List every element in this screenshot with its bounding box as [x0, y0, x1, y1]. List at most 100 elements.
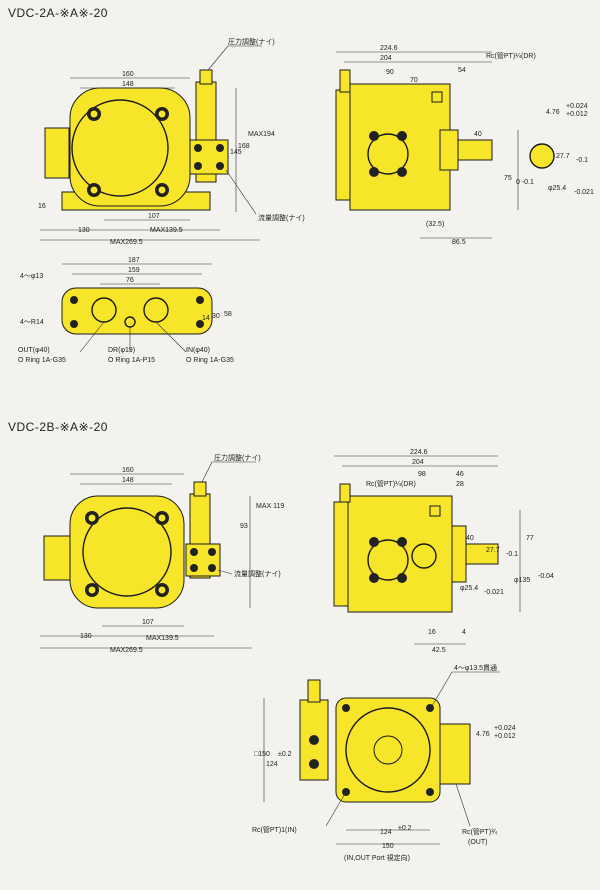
a-dim-58: 58 [224, 311, 232, 318]
a-dim-476-dn: +0.012 [566, 111, 588, 118]
a-bottom-view [61, 287, 213, 335]
b-dim-107: 107 [142, 619, 154, 626]
a-in-line2: O Ring 1A-G35 [186, 357, 234, 364]
a-dim-254: φ25.4 [548, 185, 566, 192]
a-side-dims: 224.6 204 90 70 54 Rc(管PT)¼(DR) 40 75 0 … [336, 45, 536, 246]
a-side-port [367, 133, 409, 175]
a-dim-130: 130 [78, 227, 90, 234]
b-rear-dim-476: 4.76 [476, 731, 490, 738]
b-dim-4: 4 [462, 629, 466, 636]
a-dim-204: 204 [380, 55, 392, 62]
a-dim-476-up: +0.024 [566, 103, 588, 110]
a-shaft-section: 4.76 +0.024 +0.012 27.7 -0.1 φ25.4 -0.02… [529, 103, 594, 196]
a-bottom-plate [61, 287, 213, 335]
a-dim-max194: MAX194 [248, 131, 275, 138]
a-front-cover [71, 99, 169, 197]
b-dim-28: 28 [456, 481, 464, 488]
a-dim-30: 30 [212, 313, 220, 320]
a-dim-76: 76 [126, 277, 134, 284]
a-side-screw [339, 69, 351, 93]
a-dim-max1395: MAX139.5 [150, 227, 183, 234]
b-label-flow: 流量調整(ナイ) [234, 569, 281, 578]
b-rear-dim-02a: ±0.2 [278, 751, 292, 758]
b-dim-93: 93 [240, 523, 248, 530]
a-side-flange [439, 129, 459, 171]
b-rear-dim-150h: 150 [382, 843, 394, 850]
b-dim-16: 16 [428, 629, 436, 636]
b-front-dims: 160 148 MAX 119 93 107 130 MAX139.5 MAX2… [40, 453, 284, 654]
b-dim-148: 148 [122, 477, 134, 484]
b-dim-40: 40 [466, 535, 474, 542]
b-side-dims: 224.6 204 98 46 28 Rc(管PT)¼(DR) 40 77 27… [334, 449, 554, 654]
a-dim-254-tol: -0.021 [574, 189, 594, 196]
a-label-r14: 4～R14 [20, 319, 44, 326]
b-label-pressure: 圧力調整(ナイ) [214, 453, 261, 462]
b-rear-port-note: (IN,OUT Port 視定向) [344, 853, 410, 862]
a-dim-75-tol: 0 -0.1 [516, 179, 534, 186]
a-bottom-dims: 187 159 76 58 30 14 4～φ13 4～R14 OUT(φ40)… [18, 257, 234, 364]
a-dim-75: 75 [504, 175, 512, 182]
a-dim-54: 54 [458, 67, 466, 74]
b-rear-dim-02b: ±0.2 [398, 825, 412, 832]
b-dim-130: 130 [80, 633, 92, 640]
a-dim-159: 159 [128, 267, 140, 274]
b-side-view [333, 483, 499, 613]
b-side-flange [451, 525, 467, 583]
a-dim-14: 14 [202, 315, 210, 322]
a-label-flow: 流量調整(ナイ) [258, 213, 305, 222]
b-dim-254-tol: -0.021 [484, 589, 504, 596]
a-dim-16: 16 [38, 203, 46, 210]
b-front-cover [82, 507, 172, 597]
b-front-valve-block [185, 543, 221, 577]
a-dim-90: 90 [386, 69, 394, 76]
a-shaft-circle [529, 143, 555, 169]
b-rc-dr: Rc(管PT)¼(DR) [366, 479, 416, 488]
a-side-view [335, 69, 493, 211]
a-dim-160: 160 [122, 71, 134, 78]
b-rear-dim-476-up: +0.024 [494, 725, 516, 732]
section-b-title: VDC-2B-※A※-20 [8, 420, 108, 434]
a-dim-277: 27.7 [556, 153, 570, 160]
b-dim-160: 160 [122, 467, 134, 474]
b-front-adjust-screw [193, 481, 207, 497]
b-rear-dim-124h: 124 [380, 829, 392, 836]
b-front-left-boss [43, 535, 71, 581]
a-front-adjust-screw [199, 69, 213, 85]
a-bottom-in-port [143, 297, 169, 323]
a-dim-187: 187 [128, 257, 140, 264]
b-rear-port-block [439, 723, 471, 785]
a-dim-max2695: MAX269.5 [110, 239, 143, 246]
b-rear-dims: 4～φ13.5貫通 □150 ±0.2 124 4.76 +0.024 +0.0… [252, 663, 516, 862]
b-dim-135-tol: -0.04 [538, 573, 554, 580]
b-dim-98: 98 [418, 471, 426, 478]
a-out-line2: O Ring 1A-G35 [18, 357, 66, 364]
a-label-holes: 4～φ13 [20, 273, 43, 280]
a-dr-line1: DR(φ19) [108, 347, 135, 354]
b-dim-204: 204 [412, 459, 424, 466]
a-dim-2246: 224.6 [380, 45, 398, 52]
b-rear-label-holes: 4～φ13.5貫通 [454, 663, 497, 672]
b-front-view [43, 481, 221, 609]
a-dim-325: (32.5) [426, 221, 444, 228]
a-dim-168: 168 [238, 143, 250, 150]
a-dim-476: 4.76 [546, 109, 560, 116]
a-front-left-boss [44, 127, 70, 179]
a-bottom-out-port [91, 297, 117, 323]
a-dim-277-tol: -0.1 [576, 157, 588, 164]
b-rear-view [299, 679, 471, 803]
a-in-line1: IN(φ40) [186, 347, 210, 354]
a-dim-70: 70 [410, 77, 418, 84]
a-rc-dr: Rc(管PT)¼(DR) [486, 51, 536, 60]
a-dim-148: 148 [122, 81, 134, 88]
a-front-dims: 160 148 MAX194 168 145 16 107 130 MAX139… [38, 37, 305, 246]
a-front-view [44, 69, 229, 211]
a-bottom-dr-port [124, 316, 136, 328]
b-rear-rc-out-1: Rc(管PT)¾ [462, 827, 497, 836]
b-dim-277-tol: -0.1 [506, 551, 518, 558]
b-dim-425: 42.5 [432, 647, 446, 654]
b-rear-dim-476-dn: +0.012 [494, 733, 516, 740]
b-dim-135: φ135 [514, 577, 530, 584]
b-dim-77: 77 [526, 535, 534, 542]
a-dim-145: 145 [230, 149, 242, 156]
